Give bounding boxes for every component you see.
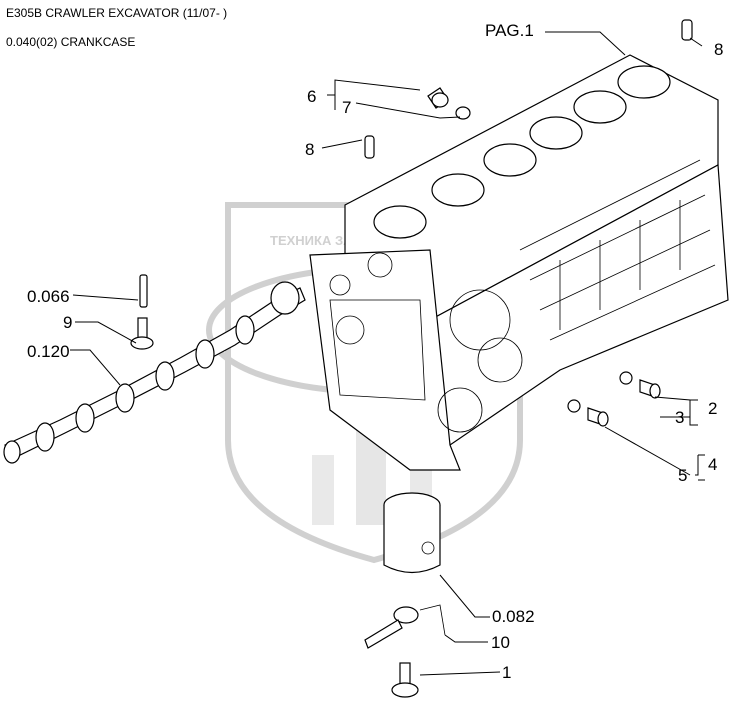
crankcase-block (309, 54, 729, 471)
diagram-section: 0.040(02) CRANKCASE (6, 35, 136, 49)
label-item-3: 3 (675, 408, 684, 427)
plug-5 (567, 399, 609, 427)
label-item-4: 4 (708, 455, 717, 474)
label-item-7: 7 (342, 98, 351, 117)
plug-3 (619, 371, 661, 399)
label-item-0120: 0.120 (27, 342, 70, 361)
label-item-1: 1 (502, 663, 511, 682)
leader-lines (70, 31, 705, 676)
label-item-6: 6 (307, 87, 316, 106)
label-item-8-left: 8 (305, 140, 314, 159)
label-item-5: 5 (678, 466, 687, 485)
diagram-title: E305B CRAWLER EXCAVATOR (11/07- ) (6, 6, 228, 20)
plug-6 (427, 87, 449, 109)
bolt-1 (391, 662, 419, 698)
pin-0066 (139, 274, 148, 308)
seal-ring-7 (455, 106, 471, 120)
label-pag1: PAG.1 (485, 21, 534, 40)
dowel-pin-top (681, 19, 693, 41)
bolt-9 (130, 317, 154, 350)
label-item-10: 10 (491, 633, 510, 652)
label-item-0082: 0.082 (492, 607, 535, 626)
label-item-9: 9 (63, 313, 72, 332)
piston-cooling-nozzle (383, 492, 441, 574)
label-item-0066: 0.066 (27, 287, 70, 306)
camshaft (3, 281, 306, 464)
jet-10 (364, 604, 446, 649)
label-item-8-top: 8 (714, 40, 723, 59)
label-item-2: 2 (708, 399, 717, 418)
dowel-pin-left (364, 135, 375, 159)
